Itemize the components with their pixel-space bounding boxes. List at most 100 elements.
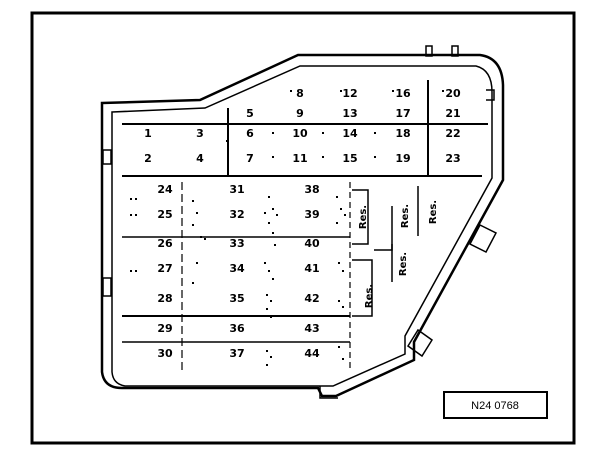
fuse-label-29: 29 — [157, 322, 172, 335]
contact-dot — [344, 214, 346, 216]
contact-dot — [272, 132, 274, 134]
fuse-label-16: 16 — [395, 87, 411, 100]
contact-dot — [268, 196, 270, 198]
contact-dot — [342, 270, 344, 272]
contact-dot — [200, 236, 202, 238]
fuse-label-11: 11 — [292, 152, 307, 165]
fuse-label-28: 28 — [157, 292, 172, 305]
contact-dot — [135, 198, 137, 200]
fuse-label-20: 20 — [445, 87, 461, 100]
res-slot — [374, 206, 393, 251]
contact-dot — [270, 356, 272, 358]
fuse-label-38: 38 — [304, 183, 319, 196]
fuse-label-4: 4 — [196, 152, 204, 165]
fuse-label-27: 27 — [157, 262, 172, 275]
contact-dot — [130, 270, 132, 272]
fuse-label-2: 2 — [144, 152, 152, 165]
fuse-label-8: 8 — [296, 87, 304, 100]
fuse-label-12: 12 — [342, 87, 357, 100]
fuse-box-outline-inner — [111, 65, 493, 387]
fuse-label-36: 36 — [229, 322, 245, 335]
contact-dot — [268, 270, 270, 272]
contact-dot — [336, 196, 338, 198]
fuse-label-43: 43 — [304, 322, 319, 335]
contact-dot — [196, 212, 198, 214]
fuse-label-30: 30 — [157, 347, 173, 360]
contact-dot — [336, 222, 338, 224]
fuse-label-18: 18 — [395, 127, 410, 140]
fuse-label-25: 25 — [157, 208, 172, 221]
side-tab — [102, 149, 112, 165]
contact-dot — [322, 132, 324, 134]
reserved-slot-label: Res. — [400, 204, 411, 228]
contact-dot — [135, 270, 137, 272]
fuse-label-44: 44 — [304, 347, 320, 360]
fuse-label-33: 33 — [229, 237, 244, 250]
contact-dot — [342, 306, 344, 308]
code-label: N24 0768 — [471, 400, 519, 412]
contact-dot — [340, 208, 342, 210]
contact-dot — [266, 294, 268, 296]
side-tab — [468, 224, 498, 253]
fuse-label-9: 9 — [296, 107, 304, 120]
contact-dot — [266, 364, 268, 366]
fuse-label-23: 23 — [445, 152, 460, 165]
side-tab — [486, 89, 495, 101]
contact-dot — [270, 300, 272, 302]
contact-dot — [342, 358, 344, 360]
corner-notch — [319, 386, 338, 399]
fuse-label-19: 19 — [395, 152, 410, 165]
contact-dot — [130, 198, 132, 200]
fuse-label-26: 26 — [157, 237, 173, 250]
fuse-label-17: 17 — [395, 107, 410, 120]
contact-dot — [392, 90, 394, 92]
fuse-label-15: 15 — [342, 152, 357, 165]
fuse-label-14: 14 — [342, 127, 358, 140]
side-tab — [102, 277, 112, 297]
contact-dot — [266, 350, 268, 352]
fuse-label-41: 41 — [304, 262, 319, 275]
contact-dot — [374, 132, 376, 134]
fuse-label-13: 13 — [342, 107, 357, 120]
reserved-slot-label: Res. — [398, 252, 409, 276]
contact-dot — [322, 156, 324, 158]
contact-dot — [272, 278, 274, 280]
contact-dot — [274, 244, 276, 246]
contact-dot — [338, 346, 340, 348]
fuse-label-34: 34 — [229, 262, 245, 275]
fuse-label-40: 40 — [304, 237, 320, 250]
mount-tab — [425, 45, 433, 57]
contact-dot — [290, 90, 292, 92]
fuse-label-42: 42 — [304, 292, 319, 305]
fuse-label-31: 31 — [229, 183, 244, 196]
contact-dot — [226, 140, 228, 142]
contact-dots — [130, 90, 444, 366]
contact-dot — [268, 222, 270, 224]
contact-dot — [192, 200, 194, 202]
fuse-label-3: 3 — [196, 127, 204, 140]
fuse-label-5: 5 — [246, 107, 254, 120]
fuse-label-22: 22 — [445, 127, 460, 140]
fuse-label-39: 39 — [304, 208, 319, 221]
contact-dot — [340, 90, 342, 92]
fuse-label-21: 21 — [445, 107, 460, 120]
fuse-label-10: 10 — [292, 127, 308, 140]
fuse-label-37: 37 — [229, 347, 244, 360]
contact-dot — [196, 262, 198, 264]
fuse-label-1: 1 — [144, 127, 152, 140]
fuse-labels: 1234567891011121314151617181920212223242… — [144, 87, 461, 360]
contact-dot — [442, 90, 444, 92]
contact-dot — [266, 308, 268, 310]
side-tab — [406, 328, 434, 358]
reserved-slot-label: Res. — [428, 200, 439, 224]
contact-dot — [270, 316, 272, 318]
fuse-label-32: 32 — [229, 208, 244, 221]
reserved-slot-label: Res. — [358, 205, 369, 229]
contact-dot — [338, 262, 340, 264]
contact-dot — [130, 214, 132, 216]
contact-dot — [276, 214, 278, 216]
contact-dot — [374, 156, 376, 158]
outer-frame — [30, 11, 576, 445]
